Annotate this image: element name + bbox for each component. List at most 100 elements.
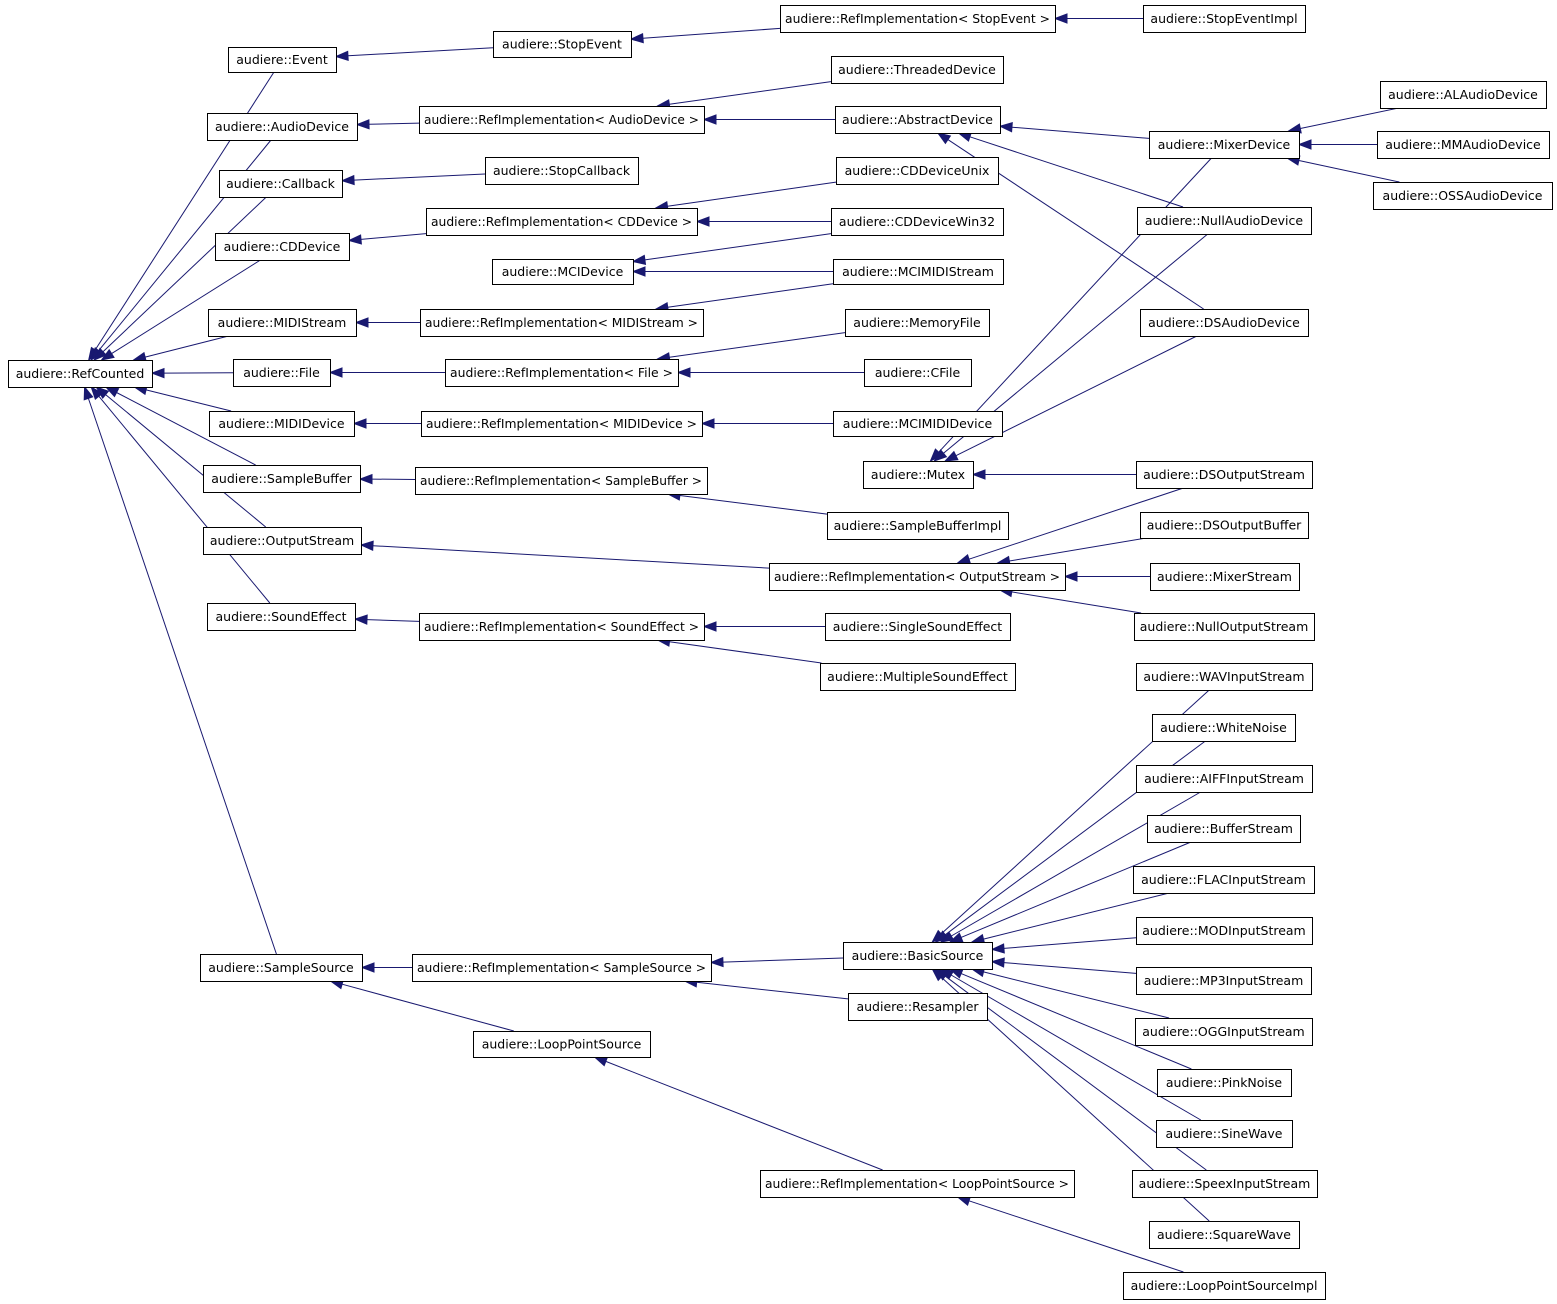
edge-line [961,973,1192,1070]
class-node-stopeventimpl[interactable]: audiere::StopEventImpl [1143,5,1306,33]
class-node-ri_cddevice[interactable]: audiere::RefImplementation< CDDevice > [426,208,698,236]
edge-ri_stopevent-to-stopevent [629,27,781,44]
class-node-mcimidistream[interactable]: audiere::MCIMIDIStream [833,259,1004,285]
class-node-ossaudiodevice[interactable]: audiere::OSSAudioDevice [1373,182,1553,210]
class-node-alaudiodevice[interactable]: audiere::ALAudioDevice [1380,81,1547,109]
class-node-mixerstream[interactable]: audiere::MixerStream [1150,563,1300,591]
class-node-ri_stopevent[interactable]: audiere::RefImplementation< StopEvent > [780,5,1056,33]
class-node-cddevice[interactable]: audiere::CDDevice [215,233,350,261]
node-label: audiere::StopEventImpl [1150,11,1297,26]
node-box [1157,1069,1292,1097]
class-node-memoryfile[interactable]: audiere::MemoryFile [845,309,990,337]
class-node-ri_mididevice[interactable]: audiere::RefImplementation< MIDIDevice > [421,411,703,437]
node-label: audiere::AIFFInputStream [1144,771,1304,786]
class-node-midistream[interactable]: audiere::MIDIStream [208,309,357,337]
class-node-modinputstream[interactable]: audiere::MODInputStream [1136,917,1313,945]
edge-ri_soundeffect-to-soundeffect [353,614,420,625]
class-node-stopevent[interactable]: audiere::StopEvent [493,31,632,58]
class-node-ri_looppointsource[interactable]: audiere::RefImplementation< LoopPointSou… [760,1170,1075,1198]
class-node-ri_audiodevice[interactable]: audiere::RefImplementation< AudioDevice … [419,106,705,134]
node-label: audiere::ALAudioDevice [1388,87,1538,102]
class-node-mixerdevice[interactable]: audiere::MixerDevice [1149,131,1300,159]
class-node-squarewave[interactable]: audiere::SquareWave [1149,1221,1300,1249]
class-node-bufferstream[interactable]: audiere::BufferStream [1147,815,1301,843]
class-node-dsaudiodevice[interactable]: audiere::DSAudioDevice [1140,309,1309,337]
class-node-nullaudiodevice[interactable]: audiere::NullAudioDevice [1137,207,1312,235]
class-node-file[interactable]: audiere::File [233,359,331,387]
class-node-threadeddevice[interactable]: audiere::ThreadedDevice [831,56,1004,84]
class-node-mp3inputstream[interactable]: audiere::MP3InputStream [1136,967,1312,995]
class-node-looppointsource[interactable]: audiere::LoopPointSource [473,1031,651,1058]
class-node-multiplesoundeffect[interactable]: audiere::MultipleSoundEffect [820,663,1016,691]
edge-modinputstream-to-basicsource [990,937,1137,954]
class-node-ri_soundeffect[interactable]: audiere::RefImplementation< SoundEffect … [419,613,705,641]
class-node-samplebuffer[interactable]: audiere::SampleBuffer [203,465,361,493]
node-label: audiere::BufferStream [1154,821,1293,836]
class-node-flacinputstream[interactable]: audiere::FLACInputStream [1133,866,1315,894]
class-node-whitenoise[interactable]: audiere::WhiteNoise [1152,714,1296,742]
class-node-basicsource[interactable]: audiere::BasicSource [843,942,993,970]
arrowhead-icon [334,50,349,61]
edge-line [950,974,1202,1121]
node-label: audiere::File [243,365,320,380]
class-node-cddevicewin32[interactable]: audiere::CDDeviceWin32 [831,208,1004,236]
class-node-mmaudiodevice[interactable]: audiere::MMAudioDevice [1377,131,1550,159]
class-node-event[interactable]: audiere::Event [228,47,337,73]
class-node-mcidevice[interactable]: audiere::MCIDevice [492,259,634,285]
class-node-ri_samplesource[interactable]: audiere::RefImplementation< SampleSource… [412,954,712,982]
class-node-mididevice[interactable]: audiere::MIDIDevice [209,411,355,437]
class-node-pinknoise[interactable]: audiere::PinkNoise [1157,1069,1292,1097]
class-node-ri_samplebuffer[interactable]: audiere::RefImplementation< SampleBuffer… [415,467,708,495]
class-node-ri_file[interactable]: audiere::RefImplementation< File > [445,359,679,387]
class-node-singlesoundeffect[interactable]: audiere::SingleSoundEffect [825,613,1011,641]
class-node-dsoutputbuffer[interactable]: audiere::DSOutputBuffer [1140,512,1309,539]
node-box [825,613,1011,641]
edge-line [353,173,486,181]
node-box [208,309,357,337]
class-node-speexinputstream[interactable]: audiere::SpeexInputStream [1132,1170,1318,1198]
class-node-sinewave[interactable]: audiere::SineWave [1156,1120,1293,1148]
class-node-nulloutputstream[interactable]: audiere::NullOutputStream [1134,613,1315,641]
class-node-mutex[interactable]: audiere::Mutex [863,461,974,489]
node-box [845,309,990,337]
class-node-aiffinputstream[interactable]: audiere::AIFFInputStream [1136,765,1313,793]
node-box [1140,309,1309,337]
node-label: audiere::DSOutputBuffer [1147,518,1302,533]
class-node-ri_midistream[interactable]: audiere::RefImplementation< MIDIStream > [420,309,704,337]
edge-ri_outputstream-to-outputstream [359,540,770,569]
class-node-mcimididevice[interactable]: audiere::MCIMIDIDevice [833,411,1003,437]
class-node-audiodevice[interactable]: audiere::AudioDevice [207,113,358,141]
node-label: audiere::MP3InputStream [1144,973,1304,988]
class-node-dsoutputstream[interactable]: audiere::DSOutputStream [1136,461,1313,489]
node-box [485,157,639,185]
class-node-samplebufferimpl[interactable]: audiere::SampleBufferImpl [827,512,1009,540]
node-label: audiere::MCIMIDIDevice [843,416,993,431]
class-node-soundeffect[interactable]: audiere::SoundEffect [207,603,356,631]
class-node-outputstream[interactable]: audiere::OutputStream [203,527,362,555]
edge-ri_looppointsource-to-looppointsource [593,1056,883,1171]
class-node-ri_outputstream[interactable]: audiere::RefImplementation< OutputStream… [769,563,1066,591]
edge-dsoutputstream-to-ri_outputstream [956,487,1184,565]
node-label: audiere::SoundEffect [216,609,347,624]
edge-line [372,545,770,569]
node-box [207,603,356,631]
class-node-cddeviceunix[interactable]: audiere::CDDeviceUnix [836,157,999,185]
node-label: audiere::SampleBuffer [211,471,352,486]
class-node-ogginputstream[interactable]: audiere::OGGInputStream [1135,1018,1313,1046]
class-node-abstractdevice[interactable]: audiere::AbstractDevice [835,106,1001,134]
edge-callback-to-refcounted [93,196,267,361]
class-node-wavinputstream[interactable]: audiere::WAVInputStream [1136,663,1313,691]
node-label: audiere::MIDIDevice [218,416,344,431]
arrowhead-icon [709,956,724,968]
edge-cddevicewin32-to-ri_cddevice [695,216,831,227]
class-node-refcounted[interactable]: audiere::RefCounted [8,360,153,388]
class-node-looppointsourceimpl[interactable]: audiere::LoopPointSourceImpl [1123,1272,1326,1300]
node-box [203,465,361,493]
class-node-callback[interactable]: audiere::Callback [219,170,343,198]
class-node-resampler[interactable]: audiere::Resampler [848,993,988,1021]
node-box [415,467,708,495]
class-node-stopcallback[interactable]: audiere::StopCallback [485,157,639,185]
class-node-cfile[interactable]: audiere::CFile [864,359,972,387]
class-node-samplesource[interactable]: audiere::SampleSource [200,954,363,982]
node-label: audiere::MMAudioDevice [1385,137,1541,152]
